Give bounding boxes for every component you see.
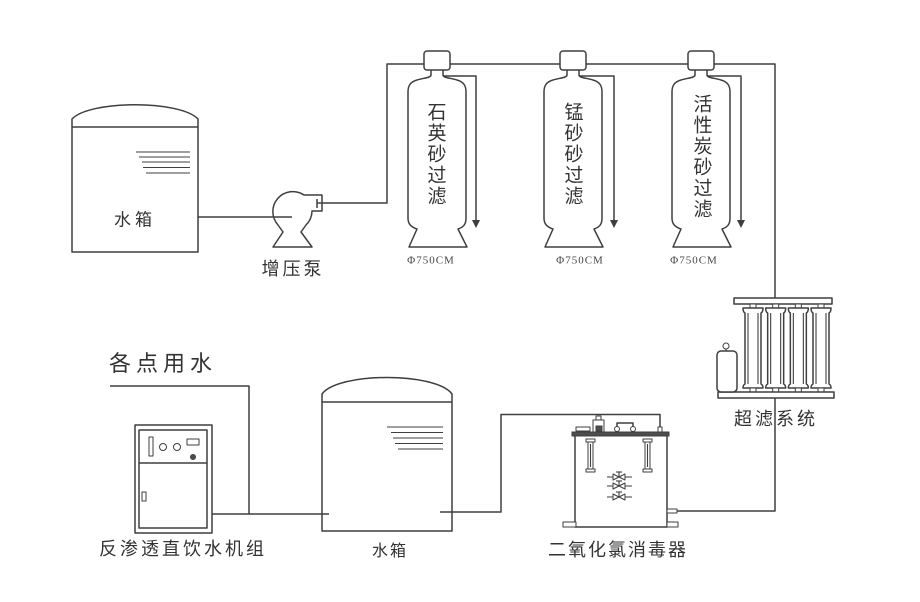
tank-body: [71, 126, 199, 253]
filter-vessel-body: [543, 70, 604, 248]
raw-water-tank-icon: [71, 104, 199, 253]
bracket-valve-icon: [630, 426, 636, 432]
filter-spec-label: Φ750CM: [407, 254, 455, 267]
uf-membrane-housing: [787, 307, 810, 389]
clean-water-tank-icon: [321, 376, 453, 532]
uf-membrane-module: [787, 303, 810, 393]
ro-unit-icon: [134, 424, 213, 534]
filter-drain-line: [579, 75, 615, 221]
uf-membrane-module: [764, 303, 787, 393]
disinfector-dosing-pump: [595, 425, 603, 432]
ro-display: [186, 438, 200, 446]
uf-membrane-module: [742, 303, 764, 393]
ro-cabinet-outer: [134, 424, 213, 534]
filter-vessel-body: [671, 70, 732, 248]
disinfector-dosing-cap: [595, 415, 602, 421]
pressure-tank-gauge: [722, 342, 730, 350]
filter-label-quartz-sand: 石英砂过滤: [424, 102, 447, 207]
drain-arrow-icon: [472, 220, 480, 228]
flowmeter-cap: [585, 438, 596, 443]
pipe-to-use-points: [110, 385, 250, 514]
uf-top-manifold: [733, 297, 833, 305]
tank-body: [321, 401, 453, 532]
drain-arrow-icon: [610, 220, 618, 228]
filter-valve-head: [423, 50, 451, 71]
uf-pressure-tank-icon: [716, 342, 738, 393]
valve-icon: [607, 491, 632, 501]
filter-vessel-body: [407, 70, 468, 248]
disinfector-foot: [666, 521, 679, 528]
filter-label-activated-carbon: 活性炭砂过滤: [690, 94, 713, 220]
valve-body: [612, 482, 620, 490]
flowmeter-icon: [642, 438, 653, 473]
water-level-icon: [136, 151, 190, 174]
filter-label-manganese-sand: 锰砂砂过滤: [561, 102, 584, 207]
uf-membrane-housing: [742, 307, 764, 389]
booster-pump-icon: [272, 190, 323, 248]
drain-arrow-icon: [737, 220, 745, 228]
ro-knob-icon: [190, 454, 196, 460]
booster-pump-label: 增压泵: [261, 259, 325, 280]
ultrafiltration-label: 超滤系统: [734, 409, 818, 430]
pump-casing: [272, 190, 323, 248]
uf-membrane-module: [810, 303, 832, 393]
tank-dome: [321, 376, 453, 402]
valve-icon: [607, 480, 632, 490]
flowmeter-icon: [585, 438, 596, 473]
distribution-label: 各点用水: [108, 352, 218, 377]
clean-water-tank-label: 水箱: [371, 541, 409, 560]
ro-cabinet-inner: [138, 429, 208, 529]
disinfector-top-tray: [575, 426, 591, 432]
tank-dome: [71, 104, 199, 127]
uf-membrane-array: [742, 303, 832, 393]
filter-spec-label: Φ750CM: [670, 254, 718, 267]
valve-body: [618, 473, 626, 481]
valve-body: [618, 482, 626, 490]
bracket-valve-icon: [614, 426, 620, 432]
filter-vessel-manganese-sand: [543, 50, 618, 248]
disinfector-foot: [562, 521, 577, 528]
filter-spec-label: Φ750CM: [556, 254, 604, 267]
filter-valve-head: [559, 50, 587, 71]
disinfector-top-plate: [571, 431, 670, 437]
uf-membrane-housing: [764, 307, 787, 389]
flowmeter-cap: [642, 468, 653, 473]
ro-gauge-icon: [173, 443, 181, 451]
uf-membrane-housing: [810, 307, 832, 389]
valve-body: [618, 493, 626, 501]
valve-icon: [607, 471, 632, 481]
pressure-tank-body: [716, 350, 738, 393]
flowmeter-cap: [585, 468, 596, 473]
disinfector-label: 二氧化氯消毒器: [548, 540, 688, 561]
ro-unit-label: 反渗透直饮水机组: [99, 539, 267, 560]
valve-body: [612, 473, 620, 481]
filter-vessel-quartz-sand: [407, 50, 480, 248]
filter-vessel-activated-carbon: [671, 50, 745, 248]
valve-body: [612, 493, 620, 501]
water-level-icon: [387, 426, 443, 450]
disinfector-outlet-nozzle: [666, 508, 678, 514]
ro-door-handle: [141, 491, 147, 502]
raw-water-tank-label: 水箱: [114, 210, 156, 231]
filter-drain-line: [443, 75, 477, 221]
flowmeter-cap: [642, 438, 653, 443]
pipe-disinfector-to-tank: [440, 413, 661, 513]
filter-valve-head: [687, 50, 715, 71]
inlet-connector: [657, 426, 663, 433]
filter-drain-line: [707, 75, 742, 221]
ultrafiltration-system: [716, 297, 835, 399]
chlorine-dioxide-disinfector-icon: [562, 415, 679, 528]
ro-gauge-icon: [159, 443, 167, 451]
ro-indicator-slot: [148, 436, 154, 457]
uf-bottom-manifold: [717, 391, 835, 399]
